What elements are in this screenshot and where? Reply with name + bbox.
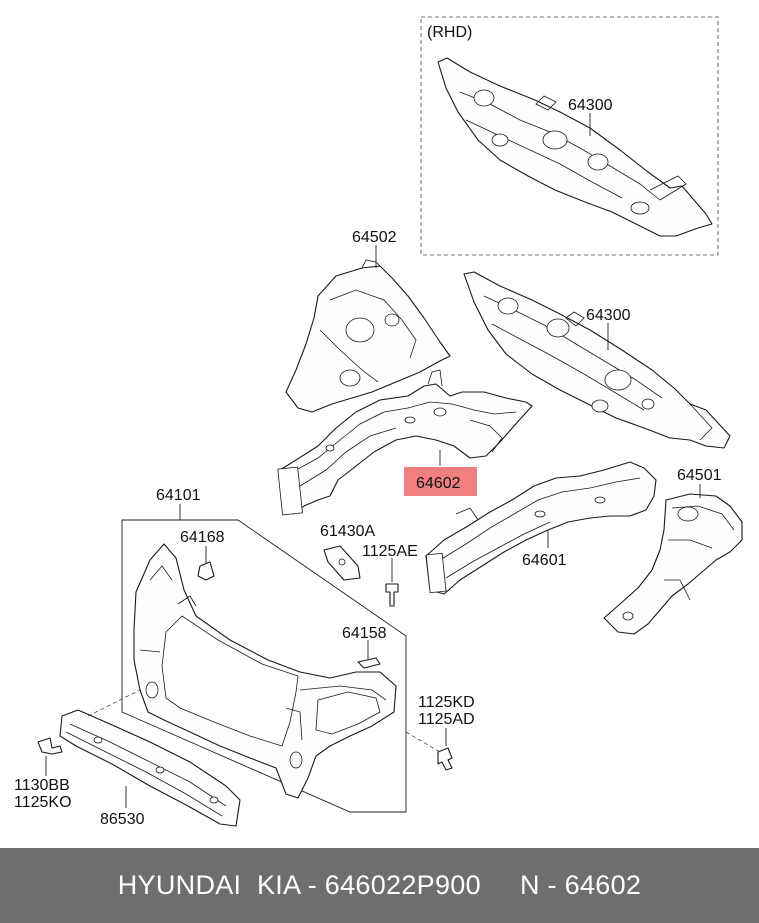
bracket-64158 [357,657,381,669]
callout-64502: 64502 [352,229,397,246]
callout-64300-rhd: 64300 [568,97,613,114]
bolt-1130BB-1125KO [37,737,63,755]
side-member-64602 [277,369,533,516]
dash-panel-rhd [437,57,713,237]
callout-1130BB: 1130BB [14,777,70,794]
callout-64168: 64168 [180,529,225,546]
side-member-64601 [425,461,657,595]
bolt-1125KD-1125AD [437,747,453,771]
callout-1125AD: 1125AD [418,711,475,728]
parts-diagram: (RHD) 64300 64502 64 [14,16,743,828]
callout-64602-highlight [404,467,477,496]
bumper-beam-86530 [59,709,241,827]
callout-1125AE: 1125AE [362,543,418,560]
clip-64168 [197,561,215,581]
callout-64602: 64602 [416,475,461,492]
rhd-variant-box [420,16,719,256]
callout-64158: 64158 [342,625,387,642]
callout-61430A: 61430A [320,523,375,540]
callout-64101: 64101 [156,487,201,504]
callout-64300: 64300 [586,307,631,324]
carrier-assembly [133,543,397,799]
bracket-61430A [323,545,361,581]
dash-panel-64300 [463,271,731,449]
callout-64501: 64501 [677,467,722,484]
fender-apron-64502 [285,259,451,413]
fender-apron-64501 [603,493,743,635]
part-number-footer: HYUNDAI KIA - 646022P900 N - 64602 [0,848,759,923]
callout-64601: 64601 [522,552,567,569]
callout-1125KO: 1125KO [14,794,72,811]
callout-1125KD: 1125KD [418,694,475,711]
rhd-label: (RHD) [427,24,472,41]
bolt-1125AE [385,583,399,607]
assembly-outline-64101 [121,519,407,813]
callout-86530: 86530 [100,811,145,828]
